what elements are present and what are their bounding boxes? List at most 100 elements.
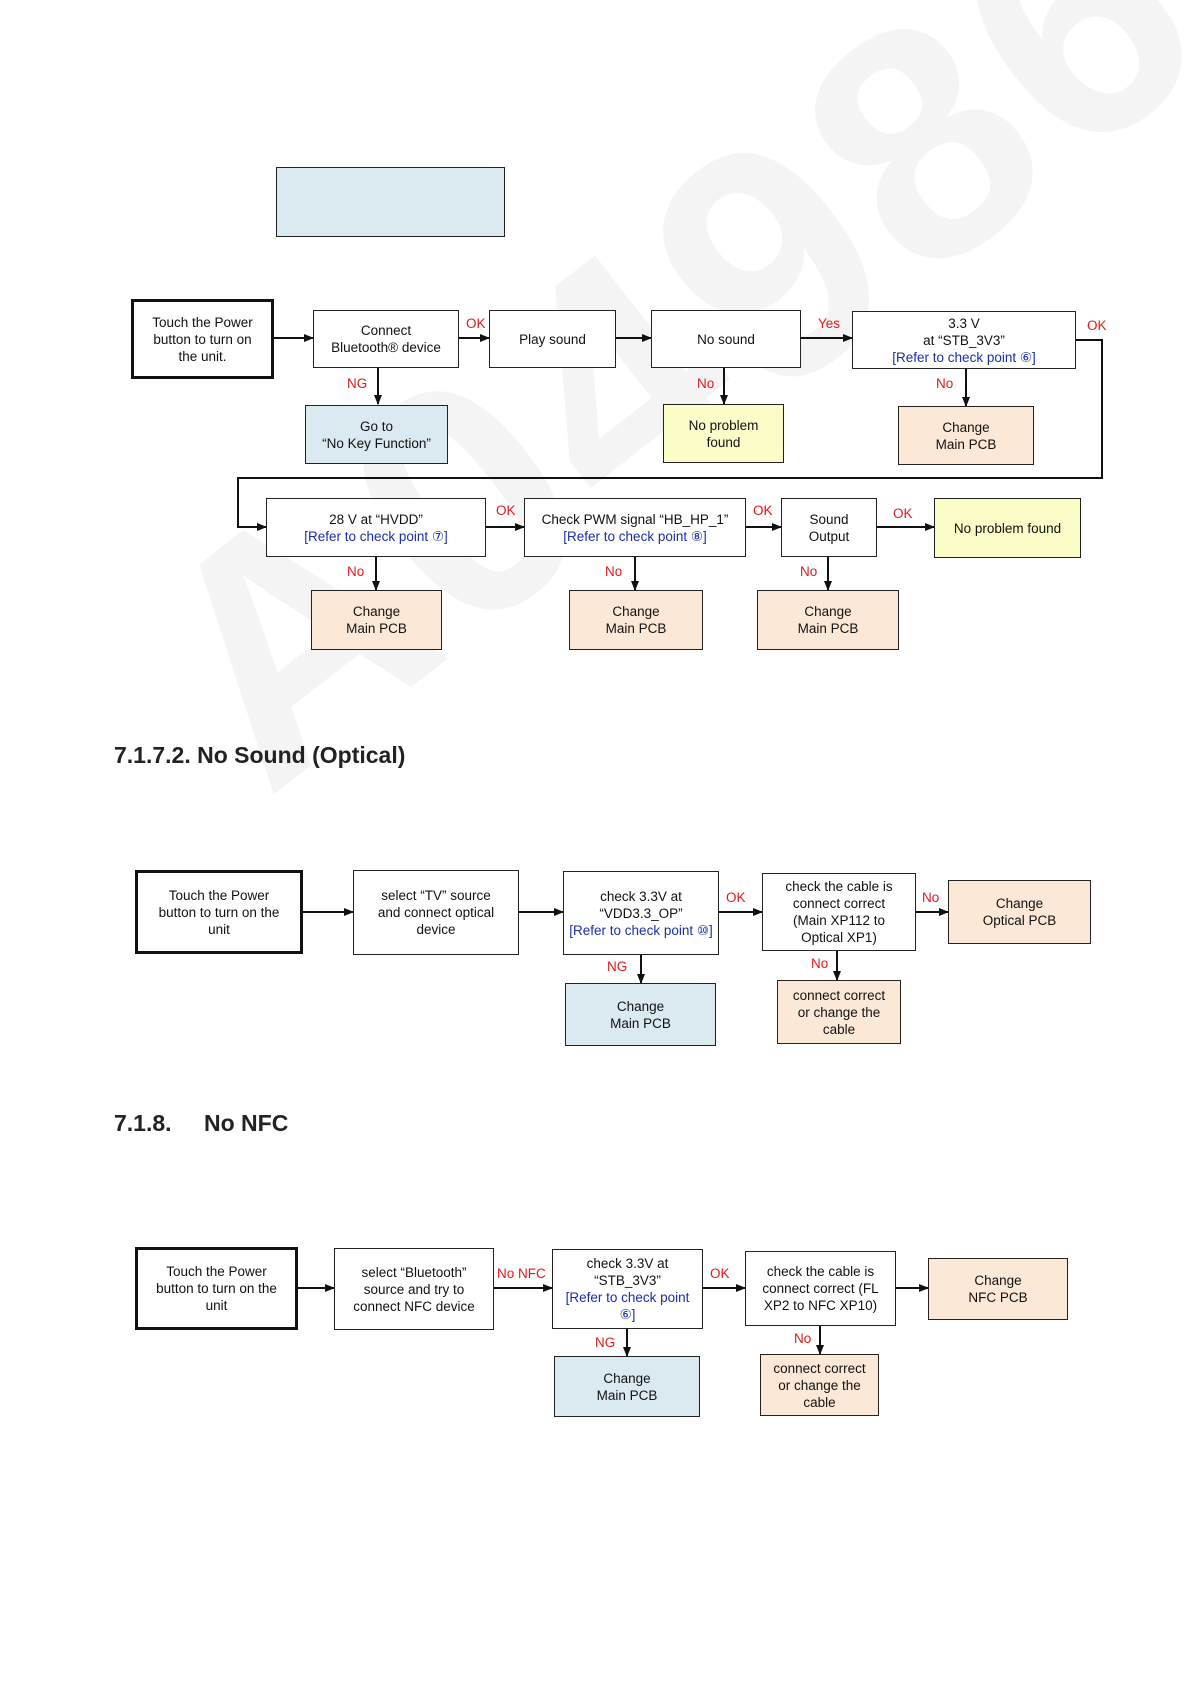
box-text-line: select “TV” source <box>381 888 491 903</box>
box-text-line: the unit. <box>178 348 227 364</box>
box-text-line: Main PCB <box>346 621 407 636</box>
label-no: No <box>936 376 954 391</box>
flow-box-select-tv-source: select “TV” source and connect optical dev… <box>353 870 519 955</box>
label-ok: OK <box>753 503 773 518</box>
section-heading-title: No NFC <box>204 1110 289 1136</box>
label-ok: OK <box>893 506 913 521</box>
box-text-line: Optical XP1) <box>801 930 877 945</box>
label-ok: OK <box>466 316 486 331</box>
label-ok: OK <box>496 503 516 518</box>
box-text-line: connect NFC device <box>353 1298 475 1314</box>
box-text-line: Change <box>612 604 660 619</box>
label-no: No <box>800 564 818 579</box>
box-text-line: button to turn on the <box>156 1281 277 1296</box>
label-no: No <box>697 376 715 391</box>
box-text-line: Play sound <box>519 331 586 347</box>
box-text-line: connect correct <box>792 987 886 1003</box>
label-ok: OK <box>726 890 746 905</box>
label-no: No <box>794 1331 812 1346</box>
box-text-line: check the cable is <box>766 1264 875 1279</box>
flow-box-no-sound: No sound <box>651 310 801 368</box>
section-heading: 7.1.7.2. No Sound (Optical) <box>114 742 406 768</box>
flow-box-check-stb-3v3: check 3.3V at “STB_3V3” [Refer to check po… <box>552 1249 703 1329</box>
check-point-reference: [Refer to check point ⑥] <box>565 1290 690 1322</box>
box-text-line: Change <box>995 896 1044 911</box>
box-text-line: “No Key Function” <box>322 435 431 451</box>
box-text-line: Change <box>352 604 401 619</box>
box-text-line: Main PCB <box>935 436 997 452</box>
box-text-line: at “STB_3V3” <box>923 332 1005 348</box>
box-text-line: “STB_3V3” <box>594 1273 661 1288</box>
label-yes: Yes <box>818 316 841 331</box>
box-text-line: Main PCB <box>610 1015 671 1031</box>
label-ok: OK <box>1087 318 1107 333</box>
box-text-line: No sound <box>697 331 755 347</box>
flow-box-check-cable: check the cable is connect correct (Main X… <box>762 873 916 951</box>
box-text-line: or change the <box>778 1377 861 1393</box>
flow-box-play-sound: Play sound <box>489 310 616 368</box>
label-no-nfc: No NFC <box>497 1266 546 1281</box>
box-text-line: Touch the Power <box>168 887 270 903</box>
box-text-line: or change the <box>797 1004 881 1020</box>
box-text-line: Touch the Power <box>166 1264 267 1279</box>
flow-box-no-problem-found-2: No problem found <box>934 498 1081 558</box>
check-point-reference: [Refer to check point ⑧] <box>563 528 707 544</box>
box-text-line: Connect <box>360 323 412 338</box>
box-text-line: connect correct <box>792 896 886 911</box>
box-text-line: Change <box>974 1273 1022 1288</box>
box-text-line: source and try to <box>363 1281 465 1297</box>
box-text-line: Change <box>942 419 990 435</box>
box-text-line: (Main XP112 to <box>792 913 886 928</box>
box-text-line: No problem found <box>953 520 1062 536</box>
label-ng: NG <box>347 376 368 391</box>
label-ng: NG <box>607 959 628 974</box>
box-text-line: Sound <box>809 511 849 527</box>
box-text-line: button to turn on <box>153 331 252 347</box>
box-text-line: Check PWM signal “HB_HP_1” <box>541 511 729 527</box>
box-text-line: check the cable is <box>785 879 893 894</box>
box-text-line: and connect optical <box>377 905 495 920</box>
box-text-line: check 3.3V at <box>600 888 682 904</box>
box-text-line: 28 V at “HVDD” <box>329 511 423 527</box>
box-text-line: Change <box>804 604 852 619</box>
box-text-line: Main PCB <box>596 1387 658 1403</box>
label-no: No <box>811 956 829 971</box>
box-text-line: cable <box>822 1021 856 1037</box>
flow-box-check-vdd33-op: check 3.3V at“VDD3.3_OP”[Refer to check … <box>563 871 719 955</box>
box-text-line: found <box>706 434 741 450</box>
box-text-line: Change <box>603 1370 651 1386</box>
box-text-line: Output <box>808 528 850 544</box>
box-text-line: connect correct (FL <box>762 1281 879 1296</box>
box-text-line: device <box>416 922 456 937</box>
box-text-line: check 3.3V at <box>586 1256 669 1271</box>
box-text-line: Bluetooth® device <box>331 340 441 355</box>
flow-box-go-to-no-key: Go to“No Key Function” <box>305 405 448 464</box>
section-heading-number: 7.1.8. <box>114 1110 172 1136</box>
box-text-line: cable <box>803 1394 836 1410</box>
box-text-line: Touch the Power <box>152 314 253 330</box>
label-ng: NG <box>595 1335 616 1350</box>
label-ok: OK <box>710 1266 730 1281</box>
flow-box-check-pwm: Check PWM signal “HB_HP_1”[Refer to chec… <box>524 498 746 557</box>
box-text-line: Go to <box>359 418 394 434</box>
box-text-line: button to turn on the <box>158 904 280 920</box>
box-text-line: Optical PCB <box>982 913 1057 928</box>
box-text-line: XP2 to NFC XP10) <box>763 1298 878 1313</box>
label-no: No <box>922 890 940 905</box>
title-placeholder-box <box>276 167 505 237</box>
